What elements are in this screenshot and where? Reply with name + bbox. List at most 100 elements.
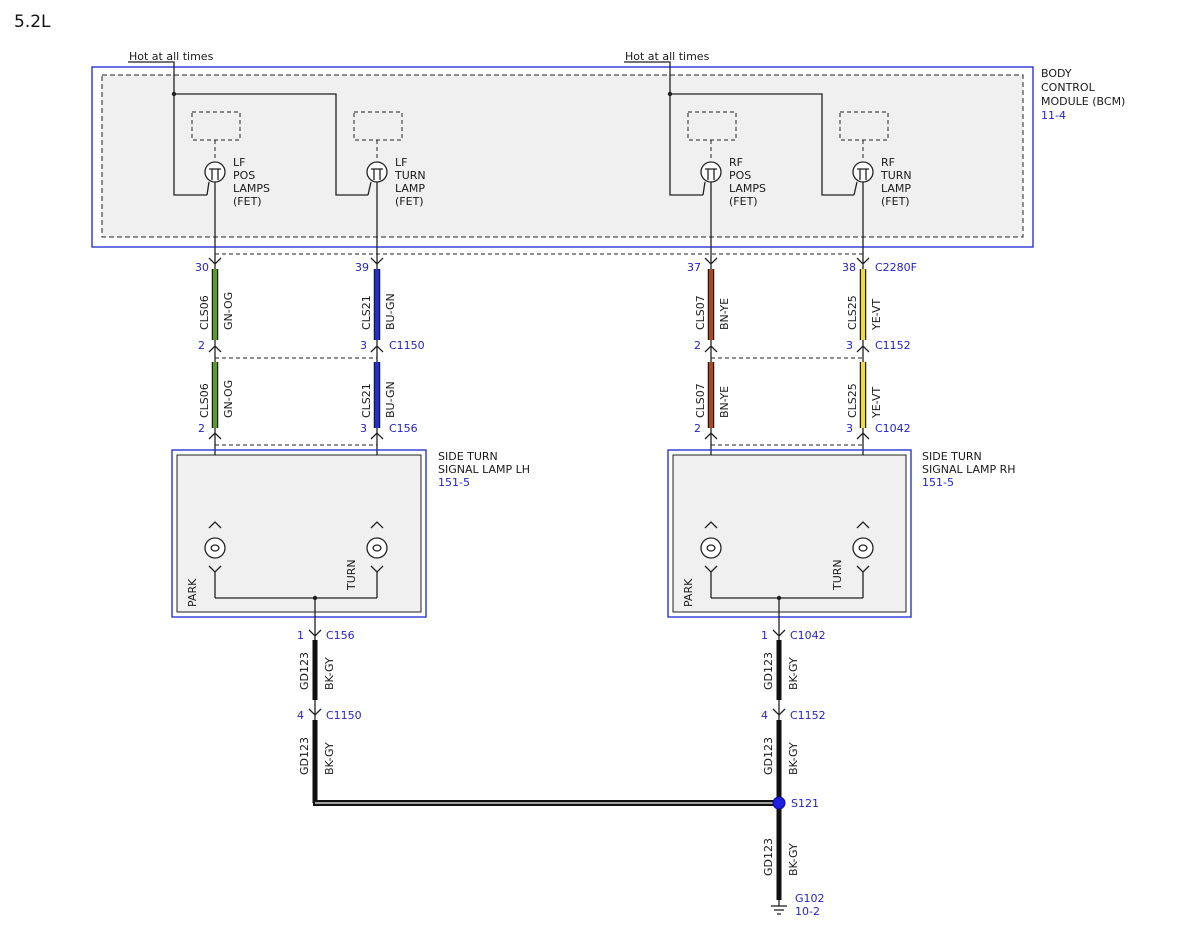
wire-cls25-circuit-lower: CLS25: [846, 383, 859, 418]
wire-cls21-color-lower: BU-GN: [384, 381, 397, 418]
gnd-lh-pin-1: 1: [297, 629, 304, 642]
bcm-feed-rf-turn: [670, 93, 854, 196]
gnd-rh-conn-1: C1042: [790, 629, 826, 642]
power-label-right: Hot at all times: [625, 50, 710, 63]
fet-lf-pos: [191, 111, 241, 270]
lamp-rh-return: [710, 572, 864, 599]
lamp-rh-name-line-1: SIDE TURN: [922, 450, 982, 463]
gnd-main-color: BK-GY: [787, 843, 800, 876]
pin-cls06-bcm: 30: [195, 261, 209, 274]
bulb-rh-park-icon: [700, 521, 722, 573]
fet-rf-turn-l4: (FET): [881, 195, 910, 208]
bcm-module: [91, 66, 1034, 248]
gnd-rh-circuit-1: GD123: [762, 652, 775, 690]
wire-cls21-color-upper: BU-GN: [384, 293, 397, 330]
fet-rf-pos: [687, 111, 737, 270]
connector-upper-right-label: C1152: [875, 339, 911, 352]
connector-bcm-label: C2280F: [875, 261, 917, 274]
wire-cls07-color-lower: BN-YE: [718, 386, 731, 418]
gnd-lh-pin-2: 4: [297, 709, 304, 722]
fet-lf-turn-l3: LAMP: [395, 182, 425, 195]
fet-lf-turn: [353, 111, 403, 270]
gnd-lh-circuit-1: GD123: [298, 652, 311, 690]
bcm-feed-lf-turn: [174, 93, 368, 196]
pin-cls25-lower: 3: [846, 422, 853, 435]
fet-lf-pos-l1: LF: [233, 156, 245, 169]
connector-lower-right-label: C1042: [875, 422, 911, 435]
pin-cls06-lower: 2: [198, 422, 205, 435]
pin-cls07-upper: 2: [694, 339, 701, 352]
pin-cls21-bcm: 39: [355, 261, 369, 274]
gnd-lh-conn-2: C1150: [326, 709, 362, 722]
lamp-lh-park-label: PARK: [186, 578, 199, 607]
pin-cls07-bcm: 37: [687, 261, 701, 274]
wire-cls06-circuit-upper: CLS06: [198, 295, 211, 330]
wire-cls25-color-upper: YE-VT: [870, 298, 883, 331]
pin-cls07-lower: 2: [694, 422, 701, 435]
bcm-feed-lf-pos: [173, 94, 207, 196]
ground-ref: 10-2: [795, 905, 820, 918]
wire-cls07-circuit-lower: CLS07: [694, 383, 707, 418]
connector-upper-left-label: C1150: [389, 339, 425, 352]
fet-lf-pos-l2: POS: [233, 169, 255, 182]
pin-cls25-bcm: 38: [842, 261, 856, 274]
gnd-rh-circuit-2: GD123: [762, 737, 775, 775]
wire-cls21-circuit-upper: CLS21: [360, 295, 373, 330]
power-leader-left: [128, 61, 175, 94]
power-label-left: Hot at all times: [129, 50, 214, 63]
gnd-lh-conn-1: C156: [326, 629, 355, 642]
pin-cls06-upper: 2: [198, 339, 205, 352]
lamp-rh-ref: 151-5: [922, 476, 954, 489]
wire-cls06-color-upper: GN-OG: [222, 292, 235, 330]
gnd-lh-circuit-2: GD123: [298, 737, 311, 775]
splice-node: [772, 796, 786, 810]
fet-rf-turn-l3: LAMP: [881, 182, 911, 195]
lamp-lh-name-line-2: SIGNAL LAMP LH: [438, 463, 530, 476]
ground-name: G102: [795, 892, 825, 905]
lamp-housing-lh: [171, 449, 427, 618]
gnd-lh-color-2: BK-GY: [323, 742, 336, 775]
lamp-lh-name-line-1: SIDE TURN: [438, 450, 498, 463]
engine-label: 5.2L: [14, 12, 51, 32]
wire-cls07-circuit-upper: CLS07: [694, 295, 707, 330]
bcm-name-line-1: BODY: [1041, 67, 1072, 80]
wire-cls06-circuit-lower: CLS06: [198, 383, 211, 418]
gnd-rh-conn-2: C1152: [790, 709, 826, 722]
fet-rf-pos-l1: RF: [729, 156, 743, 169]
fet-lf-turn-l1: LF: [395, 156, 407, 169]
fet-lf-pos-l4: (FET): [233, 195, 262, 208]
ground-icon: [771, 900, 787, 915]
power-leader-right: [624, 61, 671, 94]
pin-cls21-lower: 3: [360, 422, 367, 435]
bcm-name-line-3: MODULE (BCM): [1041, 95, 1125, 108]
lamp-lh-ref: 151-5: [438, 476, 470, 489]
wire-cls21-circuit-lower: CLS21: [360, 383, 373, 418]
bcm-name-line-2: CONTROL: [1041, 81, 1096, 94]
fet-rf-pos-l3: LAMPS: [729, 182, 766, 195]
wire-cls25-circuit-upper: CLS25: [846, 295, 859, 330]
fet-lf-turn-l4: (FET): [395, 195, 424, 208]
bcm-feed-rf-pos: [669, 94, 703, 196]
fet-rf-turn-l2: TURN: [880, 169, 912, 182]
pin-cls25-upper: 3: [846, 339, 853, 352]
fet-rf-pos-l2: POS: [729, 169, 751, 182]
lamp-lh-turn-label: TURN: [345, 559, 358, 591]
gnd-rh-pin-1: 1: [761, 629, 768, 642]
lamp-housing-rh: [667, 449, 912, 618]
wire-cls06-color-lower: GN-OG: [222, 380, 235, 418]
gnd-main-circuit: GD123: [762, 838, 775, 876]
lamp-rh-park-label: PARK: [682, 578, 695, 607]
fet-lf-pos-l3: LAMPS: [233, 182, 270, 195]
bulb-lh-park-icon: [204, 521, 226, 573]
bcm-ref: 11-4: [1041, 109, 1066, 122]
bulb-lh-turn-icon: [366, 521, 388, 573]
pin-cls21-upper: 3: [360, 339, 367, 352]
gnd-lh-color-1: BK-GY: [323, 657, 336, 690]
wire-cls25-color-lower: YE-VT: [870, 386, 883, 419]
fet-rf-pos-l4: (FET): [729, 195, 758, 208]
fet-lf-turn-l2: TURN: [394, 169, 426, 182]
gnd-rh-color-1: BK-GY: [787, 657, 800, 690]
gnd-rh-color-2: BK-GY: [787, 742, 800, 775]
wire-joins-upper: [214, 340, 864, 362]
